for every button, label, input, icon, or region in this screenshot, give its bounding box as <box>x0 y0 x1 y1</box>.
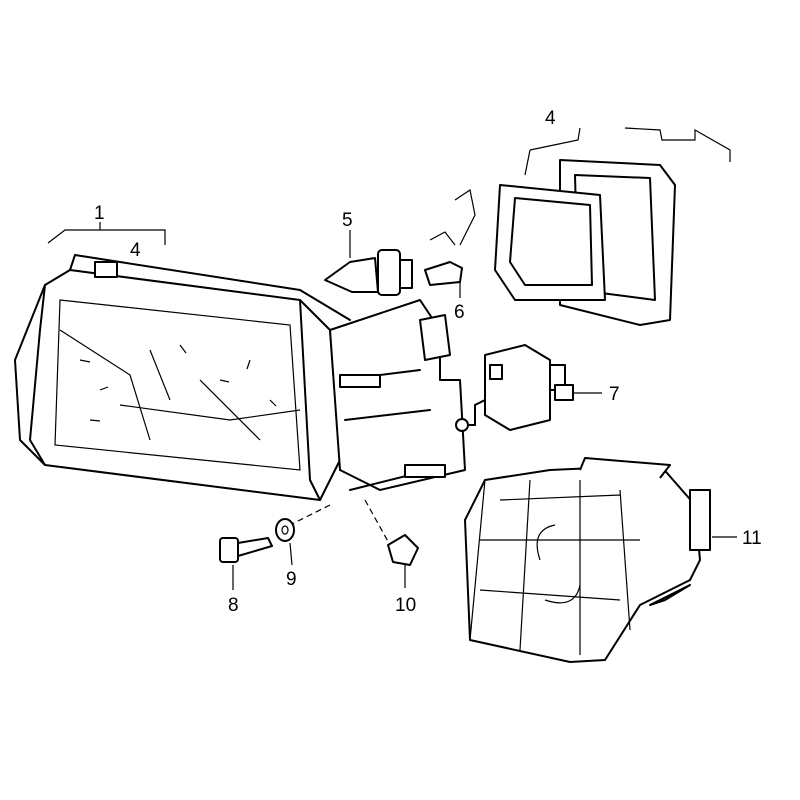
bolt[interactable]: 8 <box>219 537 273 616</box>
small-bulb[interactable]: 6 <box>424 189 476 323</box>
gasket-cover[interactable]: 4 <box>494 108 731 326</box>
turn-signal-light[interactable]: 11 <box>464 457 762 663</box>
callout-label-4: 4 <box>545 108 556 129</box>
headlight-assembly[interactable] <box>14 254 466 546</box>
clip-nut[interactable]: 10 <box>387 534 419 616</box>
callout-1: 1 4 <box>47 203 166 261</box>
callout-label-7: 7 <box>609 384 620 405</box>
callout-label-9: 9 <box>286 569 297 590</box>
callout-label-10: 10 <box>395 595 416 616</box>
callout-label-1: 1 <box>94 203 105 224</box>
callout-label-6: 6 <box>454 302 465 323</box>
callout-label-5: 5 <box>342 210 353 231</box>
adjuster-motor[interactable]: 7 <box>455 344 620 432</box>
callout-label-11: 11 <box>742 528 762 549</box>
washer[interactable]: 9 <box>275 518 297 590</box>
callout-label-8: 8 <box>228 595 239 616</box>
callout-label-4-sub: 4 <box>130 240 141 261</box>
main-bulb[interactable]: 5 <box>324 210 413 296</box>
